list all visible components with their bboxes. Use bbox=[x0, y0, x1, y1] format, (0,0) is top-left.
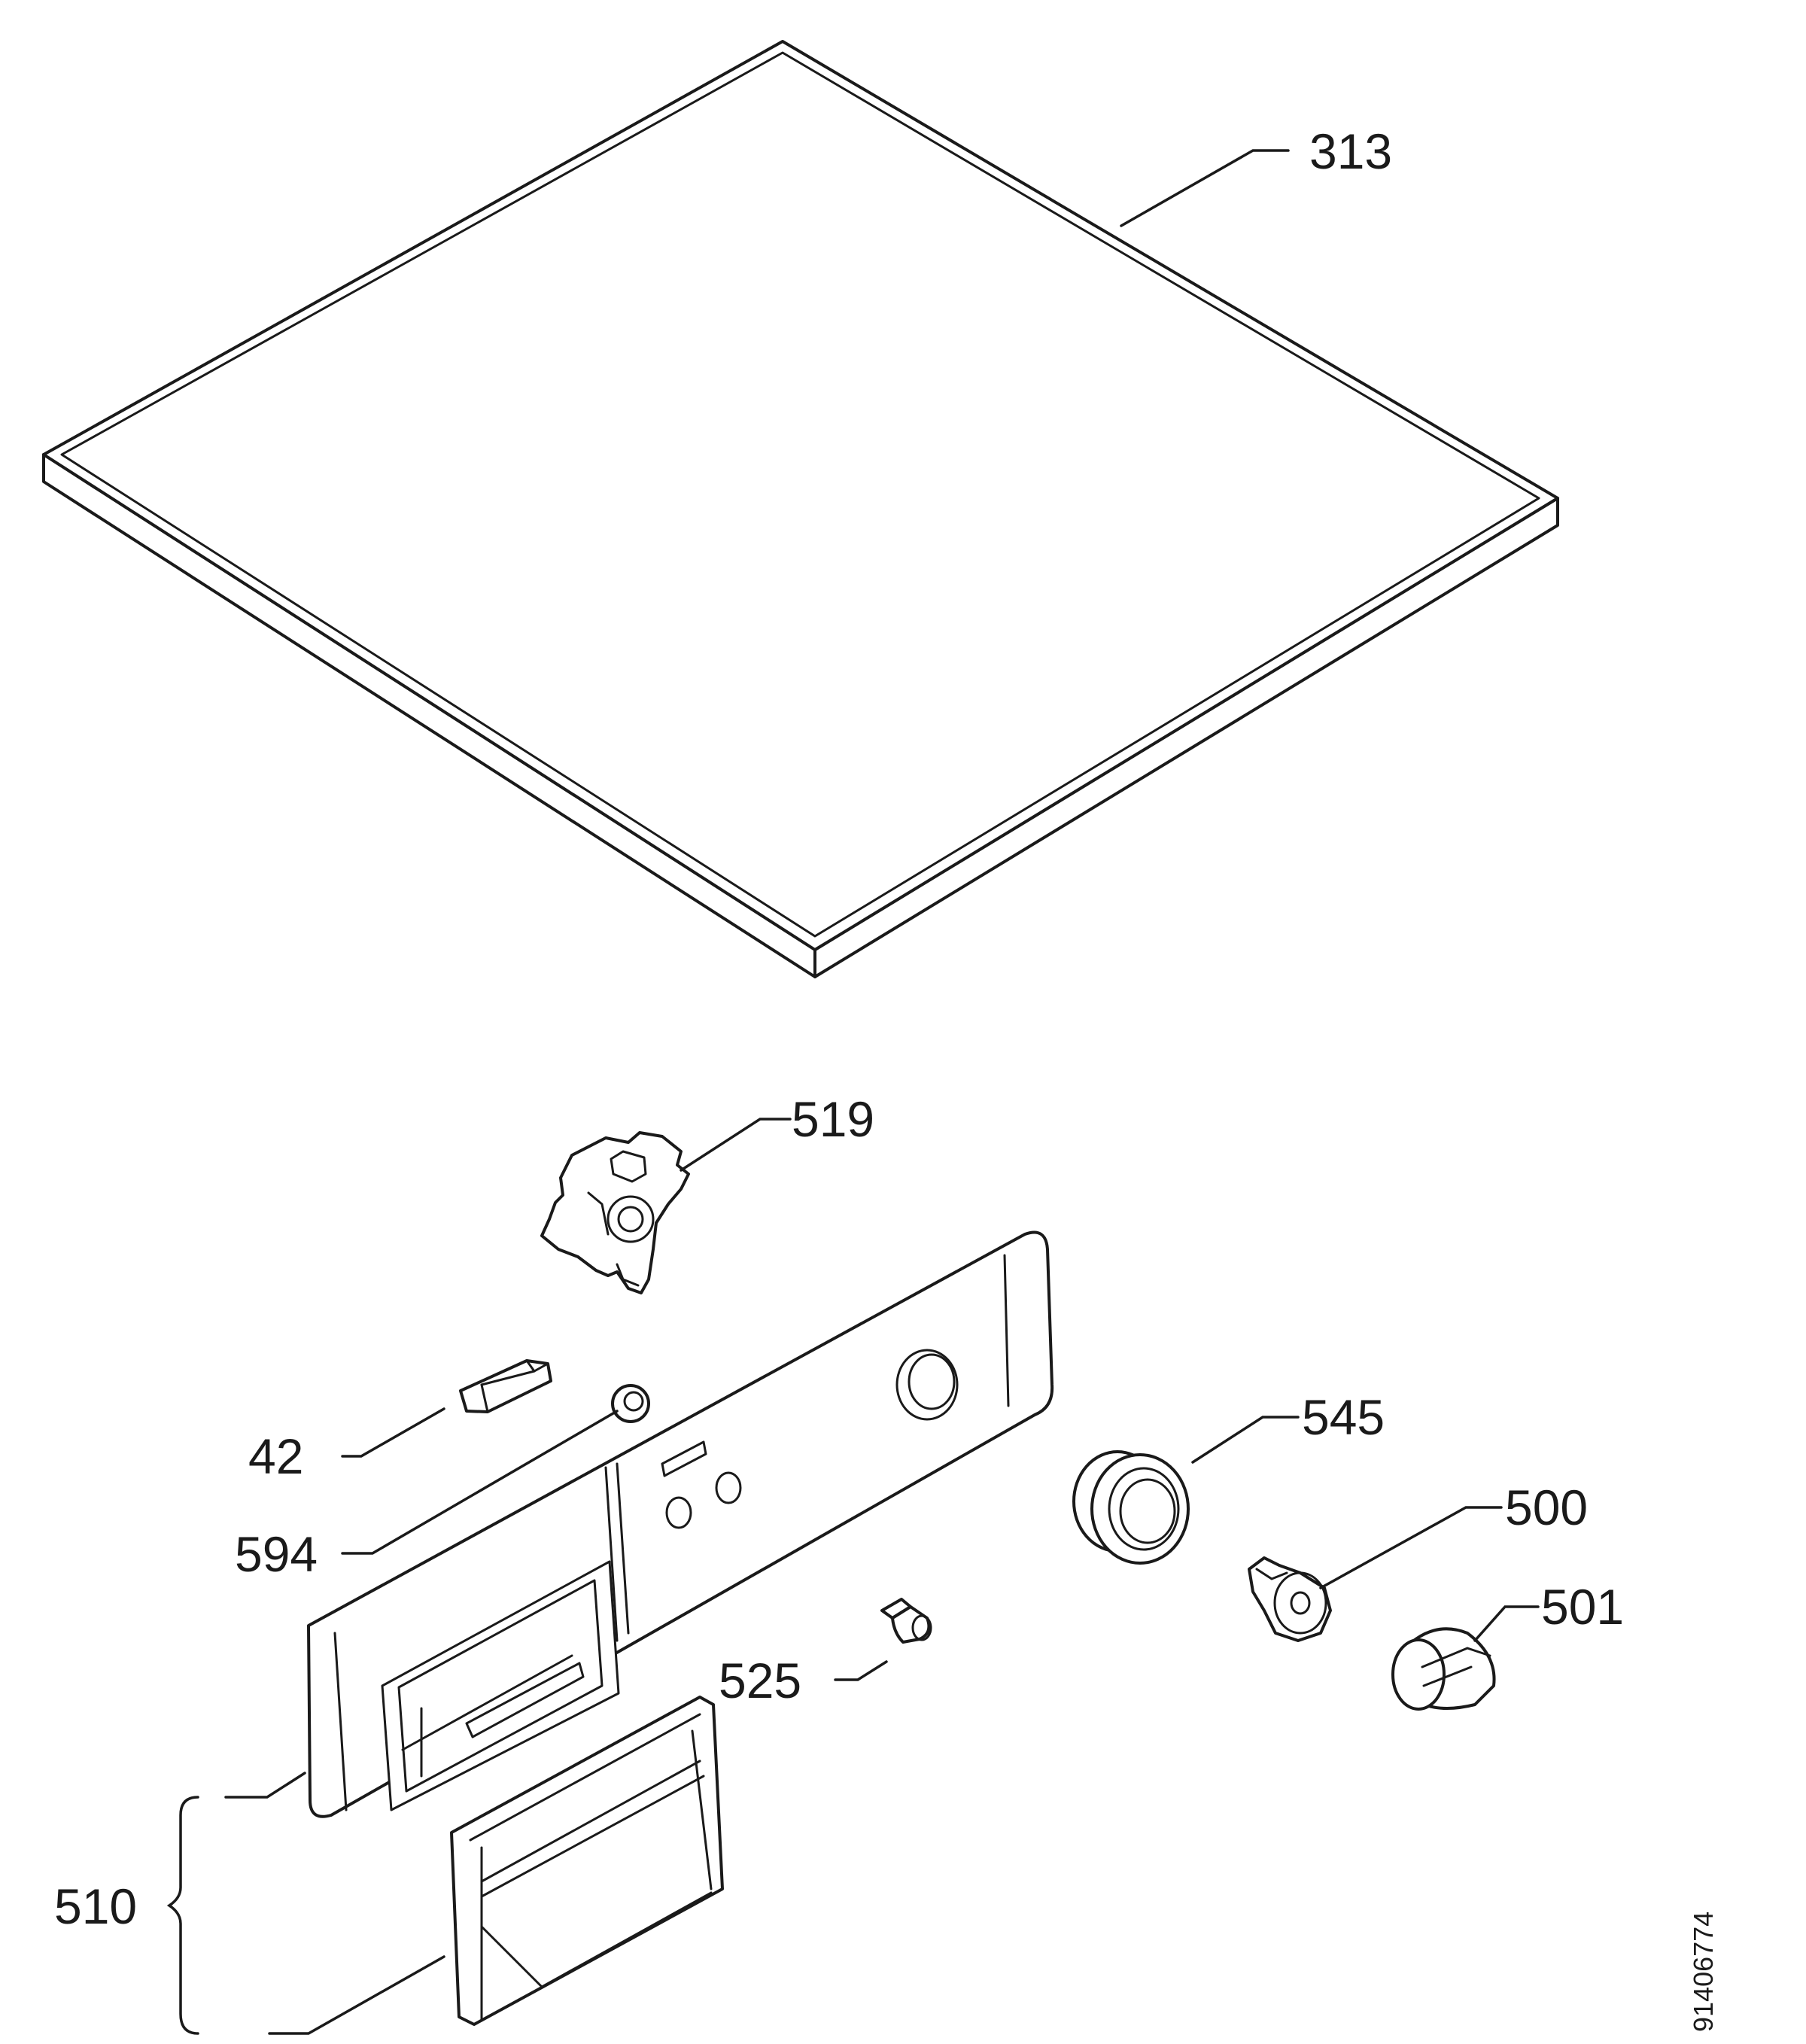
switch-holder-519 bbox=[540, 1131, 690, 1294]
control-panel-510 bbox=[307, 1230, 1054, 1818]
callout-519: 519 bbox=[792, 1091, 874, 1147]
callout-525: 525 bbox=[719, 1653, 801, 1708]
leader-lines bbox=[166, 149, 1540, 2035]
callout-42: 42 bbox=[248, 1428, 303, 1484]
callout-594: 594 bbox=[235, 1526, 318, 1582]
top-cover-313 bbox=[42, 40, 1559, 978]
callout-545: 545 bbox=[1302, 1389, 1385, 1445]
dispenser-handle-510 bbox=[450, 1696, 724, 2026]
knob-ring-545 bbox=[1072, 1450, 1190, 1565]
knob-insert-500 bbox=[1248, 1556, 1332, 1642]
push-button-42 bbox=[459, 1359, 552, 1413]
callout-labels: 313 519 42 594 545 500 501 525 510 91406… bbox=[54, 123, 1719, 2032]
callout-313: 313 bbox=[1309, 123, 1392, 179]
knob-501 bbox=[1391, 1627, 1496, 1711]
button-525 bbox=[880, 1598, 932, 1644]
callout-500: 500 bbox=[1505, 1480, 1588, 1535]
callout-510: 510 bbox=[54, 1878, 137, 1934]
callout-501: 501 bbox=[1541, 1579, 1624, 1635]
document-number: 91406774 bbox=[1688, 1912, 1719, 2032]
indicator-lens-594 bbox=[611, 1384, 650, 1423]
